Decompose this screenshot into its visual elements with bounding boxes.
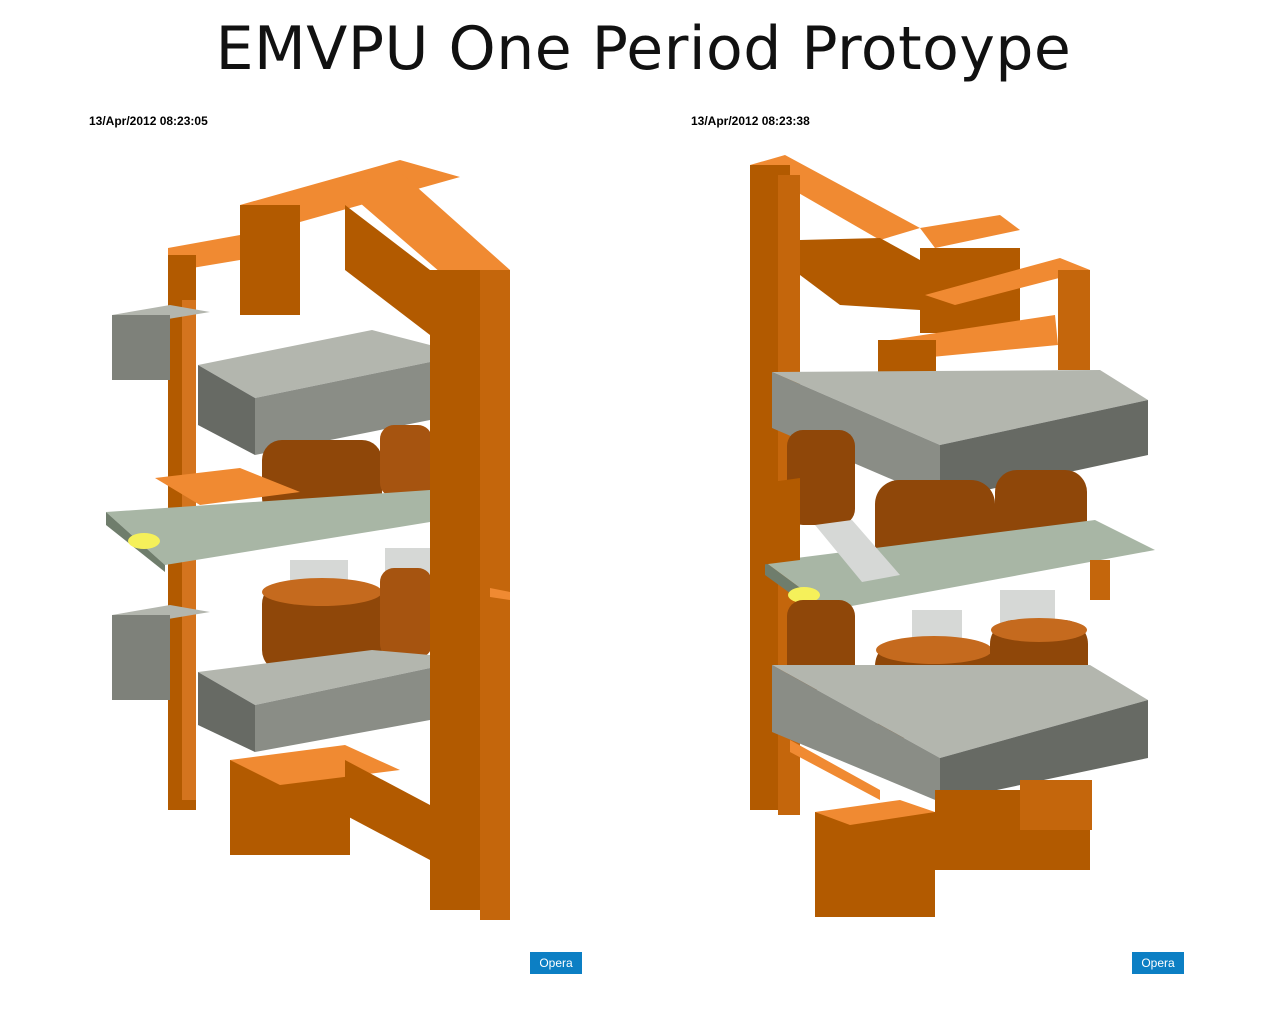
- left-marker-dot: [128, 533, 160, 549]
- right-lower-frame-foot: [1020, 780, 1092, 830]
- page-title: EMVPU One Period Protoype: [215, 14, 1072, 84]
- left-lower-steel-front: [198, 672, 255, 752]
- right-pole-a: [815, 520, 900, 582]
- left-front-frame-post: [430, 270, 480, 910]
- left-lower-coil-a-top: [262, 578, 382, 606]
- right-mid-plate-top: [765, 520, 1155, 610]
- left-lower-steel-face: [255, 668, 430, 752]
- right-lower-frame-block-top: [815, 800, 935, 825]
- right-lower-frame-block: [815, 812, 935, 917]
- right-lower-steel-top: [772, 665, 1148, 758]
- right-lower-steel-front: [772, 665, 940, 802]
- right-upper-coil-a: [787, 430, 855, 525]
- right-lower-coil-c-top: [991, 618, 1087, 642]
- right-lower-frame-top: [790, 740, 880, 800]
- left-front-frame-top: [345, 172, 510, 285]
- left-upper-coil-b: [380, 425, 432, 497]
- left-front-frame-upper-arm: [345, 205, 430, 335]
- left-lower-steel-top: [198, 650, 430, 705]
- left-upper-steel-top: [198, 330, 430, 398]
- right-upper-frame-ledge-top: [925, 258, 1090, 305]
- left-mid-frame-ledge: [155, 468, 300, 505]
- right-upper-steel-front: [772, 372, 940, 500]
- opera-badge-left: Opera: [530, 952, 582, 974]
- right-lower-coil-b-top: [876, 636, 992, 664]
- right-lower-frame-right-post: [1090, 560, 1110, 600]
- opera-badge-right: Opera: [1132, 952, 1184, 974]
- right-upper-frame-ledge-front: [1058, 270, 1090, 370]
- right-back-frame-upper-arm: [800, 238, 920, 310]
- right-upper-steel-face: [940, 400, 1148, 500]
- right-upper-steel-top: [772, 370, 1148, 445]
- right-lower-steel-face: [940, 700, 1148, 802]
- left-upper-steel-back-front: [112, 315, 170, 380]
- right-mid-frame-ledge: [750, 478, 800, 565]
- right-marker-dot: [788, 587, 820, 603]
- left-upper-steel-front: [198, 365, 255, 455]
- timestamp-right-view: 13/Apr/2012 08:23:38: [691, 114, 810, 128]
- timestamp-left-view: 13/Apr/2012 08:23:05: [89, 114, 208, 128]
- left-upper-steel-face: [255, 362, 430, 455]
- left-front-frame-notch: [490, 588, 510, 600]
- left-lower-coil-b: [380, 568, 432, 658]
- left-lower-steel-back-front: [112, 615, 170, 700]
- left-lower-coil-a: [262, 582, 382, 672]
- left-mid-plate-top: [106, 490, 430, 565]
- left-front-frame-lower-arm: [345, 760, 430, 860]
- right-top-block-top: [920, 215, 1020, 248]
- left-back-frame-front: [240, 205, 300, 315]
